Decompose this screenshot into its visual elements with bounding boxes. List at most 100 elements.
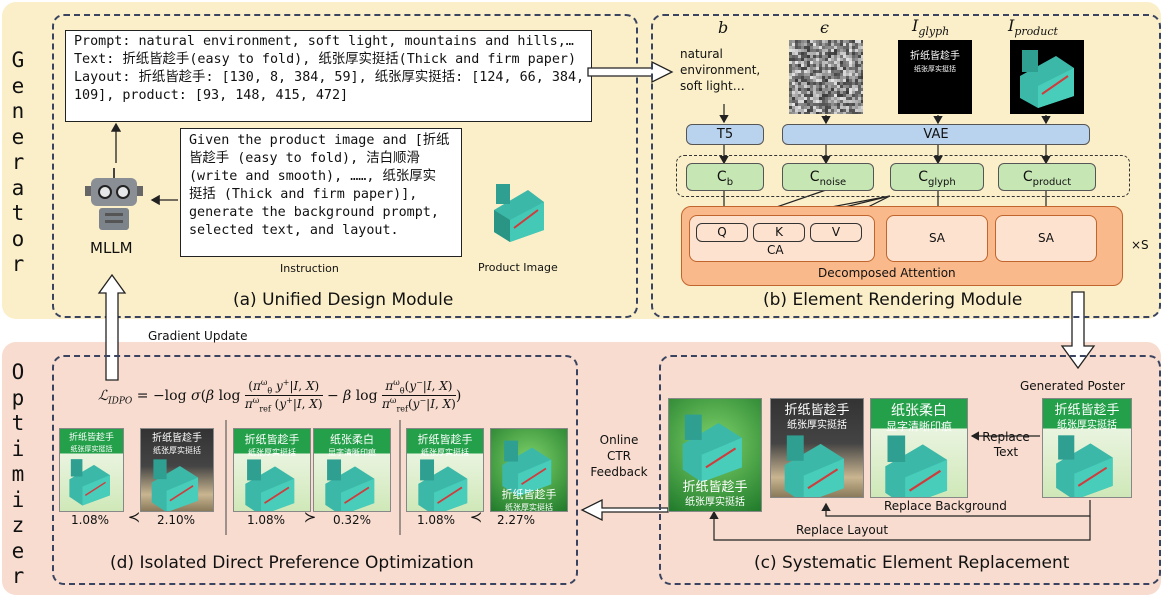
- pair1-op: ≺: [127, 508, 141, 526]
- idpo-pair3-left-poster: 折纸皆趁手纸张厚实挺括: [406, 428, 484, 512]
- idpo-module: [52, 355, 578, 585]
- side-letter: r: [11, 564, 25, 588]
- poster-text: 折纸皆趁手纸张厚实挺括: [407, 433, 483, 459]
- unified-design-module: [52, 14, 638, 318]
- robot-icon: [85, 168, 143, 230]
- product-image: [69, 459, 110, 506]
- repeat-label: ×S: [1131, 238, 1149, 252]
- side-letter: i: [11, 436, 25, 461]
- b-label: b: [718, 18, 729, 37]
- side-letter: t: [11, 201, 25, 225]
- side-letter: r: [11, 252, 25, 276]
- poster-line-2: 显字清晰印痕: [886, 420, 952, 433]
- poster-text: 折纸皆趁手纸张厚实挺括: [771, 403, 863, 433]
- replace-layout-label: Replace Layout: [796, 523, 889, 537]
- side-letter: e: [11, 73, 25, 98]
- erm-title: (b) Element Rendering Module: [763, 290, 1023, 310]
- idpo-title: (d) Isolated Direct Preference Optimizat…: [110, 553, 474, 573]
- noise-image: [789, 40, 863, 114]
- pair3-right-ctr: 2.27%: [496, 513, 536, 527]
- product-image: [784, 435, 844, 497]
- ca-label: CA: [767, 243, 784, 257]
- replace-background-label: Replace Background: [884, 499, 1007, 513]
- pair3-left-ctr: 1.08%: [416, 513, 456, 527]
- poster-line-2: 纸张厚实挺括: [685, 496, 745, 508]
- sa-block-glyph: SA: [886, 215, 988, 262]
- poster-line-1: 折纸皆趁手: [68, 433, 114, 443]
- idpo-pair2-right-poster: 纸张柔白显字清晰印痕: [313, 428, 391, 512]
- poster-line-2: 显字清晰印痕: [328, 448, 376, 457]
- side-letter: m: [11, 462, 25, 486]
- product-image: [885, 435, 948, 497]
- poster-text: 折纸皆趁手纸张厚实挺括: [491, 488, 567, 512]
- product-image: [418, 459, 468, 511]
- epsilon-label: ϵ: [820, 18, 829, 37]
- side-letter: t: [11, 411, 25, 435]
- i-product-label: Iproduct: [1008, 16, 1058, 39]
- product-image: [494, 184, 544, 242]
- vae-encoder: VAE: [782, 124, 1090, 145]
- idpo-loss-formula: ℒIDPO = −log σ(β log (πωθ y+|I, X) πωref…: [98, 378, 462, 414]
- poster-line-2: 纸张厚实挺括: [153, 446, 201, 455]
- poster-line-1: 折纸皆趁手: [784, 403, 850, 418]
- side-letter: e: [11, 124, 25, 149]
- poster-line-2: 纸张厚实挺括: [421, 448, 469, 457]
- side-letter: n: [11, 99, 25, 123]
- v-box: V: [810, 223, 862, 242]
- poster-line-2: 纸张厚实挺括: [505, 503, 553, 512]
- gradient-update-label: Gradient Update: [148, 329, 248, 343]
- side-letter: p: [11, 385, 25, 410]
- product-image-label: Product Image: [478, 261, 558, 274]
- product-image: [151, 459, 199, 511]
- element-rendering-module: [651, 14, 1161, 318]
- side-letter: O: [11, 360, 25, 384]
- side-letter: o: [11, 226, 25, 251]
- product-image: [245, 459, 295, 511]
- poster-line-2: 纸张厚实挺括: [787, 420, 847, 431]
- poster-line-2: 纸张厚实挺括: [248, 448, 296, 457]
- q-box: Q: [696, 223, 748, 242]
- generated-poster-label: Generated Poster: [1020, 379, 1125, 393]
- pair2-right-ctr: 0.32%: [332, 513, 372, 527]
- replace-text-label: Replace Text: [982, 430, 1030, 459]
- poster-text: 折纸皆趁手纸张厚实挺括: [141, 433, 213, 457]
- i-glyph-label: Iglyph: [912, 16, 950, 39]
- poster-line-1: 折纸皆趁手: [682, 479, 748, 495]
- online-ctr-feedback-label: Online CTR Feedback: [590, 433, 648, 479]
- poster-text: 折纸皆趁手纸张厚实挺括: [669, 480, 761, 510]
- product-mask-image: [1010, 40, 1084, 114]
- ser-module: [659, 355, 1161, 585]
- instruction-label: Instruction: [280, 262, 339, 275]
- mllm-label: MLLM: [90, 239, 133, 257]
- side-letter: G: [11, 48, 25, 72]
- sa-block-product: SA: [995, 215, 1097, 262]
- poster-text: 折纸皆趁手纸张厚实挺括: [1043, 403, 1131, 433]
- product-image: [325, 459, 375, 511]
- idpo-pair2-left-poster: 折纸皆趁手纸张厚实挺括: [233, 428, 311, 512]
- cond-b: Cb: [686, 163, 764, 191]
- poster-line-2: 纸张厚实挺括: [1057, 420, 1117, 431]
- ser-replace-text-poster: 纸张柔白显字清晰印痕: [870, 398, 968, 498]
- side-letter: i: [11, 487, 25, 512]
- ser-title: (c) Systematic Element Replacement: [754, 553, 1070, 573]
- idpo-pair1-right-poster: 折纸皆趁手纸张厚实挺括: [140, 428, 214, 512]
- t5-encoder: T5: [686, 124, 764, 145]
- ser-generated-poster: 折纸皆趁手纸张厚实挺括: [1042, 398, 1132, 498]
- poster-line-1: 折纸皆趁手: [1054, 403, 1120, 418]
- product-image: [502, 440, 552, 497]
- b-text: natural environment, soft light…: [680, 47, 761, 93]
- pair1-left-ctr: 1.08%: [70, 513, 110, 527]
- cond-noise: Cnoise: [782, 163, 874, 191]
- poster-text: 折纸皆趁手纸张厚实挺括: [60, 433, 123, 455]
- product-image: [682, 414, 742, 483]
- poster-text: 纸张柔白显字清晰印痕: [871, 403, 967, 435]
- ser-replace-layout-poster: 折纸皆趁手纸张厚实挺括: [668, 398, 762, 512]
- udm-title: (a) Unified Design Module: [233, 290, 454, 310]
- condition-group: [676, 155, 1130, 197]
- poster-line-1: 折纸皆趁手: [244, 433, 300, 446]
- poster-line-1: 折纸皆趁手: [501, 488, 557, 502]
- cond-glyph: Cglyph: [890, 163, 984, 191]
- poster-line-2: 纸张厚实挺括: [70, 445, 113, 453]
- pair3-op: ≺: [469, 508, 483, 526]
